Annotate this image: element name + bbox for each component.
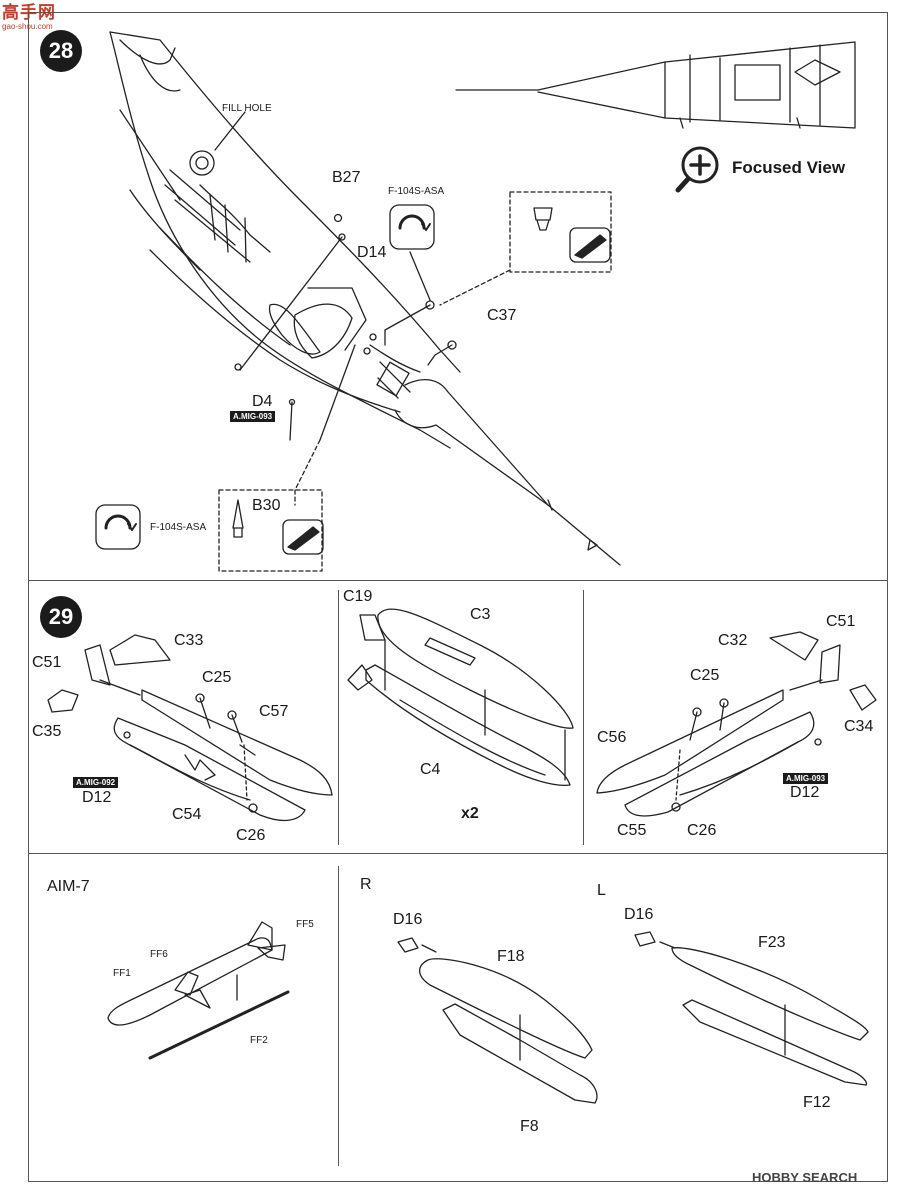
pylon-r-side: R <box>360 876 372 893</box>
label-d16-l: D16 <box>624 906 654 923</box>
label-c33: C33 <box>174 632 204 649</box>
label-f12: F12 <box>803 1094 831 1111</box>
alt-part-drawing <box>533 207 553 231</box>
label-c32: C32 <box>718 632 748 649</box>
label-b27: B27 <box>332 169 361 186</box>
divider-29-right <box>583 590 584 845</box>
aim7-title: AIM-7 <box>47 878 90 895</box>
label-c26-right: C26 <box>687 822 717 839</box>
detail-box-c37-alt <box>509 191 612 273</box>
label-quantity-x2: x2 <box>461 805 479 822</box>
label-c35: C35 <box>32 723 62 740</box>
label-fill-hole: FILL HOLE <box>222 103 272 114</box>
label-c25-right: C25 <box>690 667 720 684</box>
variant-swap-icon-top <box>389 204 435 250</box>
focused-view-silhouette <box>455 41 856 129</box>
label-c25-left: C25 <box>202 669 232 686</box>
step-number-29: 29 <box>40 596 82 638</box>
label-b30: B30 <box>252 497 281 514</box>
label-d4: D4 <box>252 393 273 410</box>
label-d12-right: D12 <box>790 784 820 801</box>
pylon-right-drawing <box>397 937 598 1104</box>
hobby-search-logo: HOBBY SEARCH <box>752 1170 858 1185</box>
aircraft-indicator-icon-bottom <box>282 519 324 555</box>
page-frame <box>28 12 888 1182</box>
watermark-site-url: gao-shou.com <box>2 22 53 31</box>
label-c56: C56 <box>597 729 627 746</box>
divider-29-left <box>338 590 339 845</box>
pylon-left-drawing <box>634 931 869 1086</box>
magnify-plus-icon <box>675 146 719 193</box>
label-d14: D14 <box>357 244 387 261</box>
label-variant-top: F-104S-ASA <box>388 186 445 197</box>
fuel-tank-middle-drawing <box>347 608 574 786</box>
aircraft-indicator-icon-top <box>569 227 611 263</box>
label-c51-right: C51 <box>826 613 856 630</box>
label-c3: C3 <box>470 606 491 623</box>
label-ff5: FF5 <box>296 919 314 930</box>
pylon-l-side: L <box>597 882 606 899</box>
divider-step28-29 <box>28 580 888 581</box>
variant-swap-icon-bottom <box>95 504 141 550</box>
fuel-tank-right-drawing <box>596 631 877 817</box>
paint-ref-step29-left: A.MIG-092 <box>73 777 119 788</box>
label-variant-bottom: F-104S-ASA <box>150 522 207 533</box>
label-d16-r: D16 <box>393 911 423 928</box>
divider-weapons <box>338 866 339 1166</box>
label-c37: C37 <box>487 307 517 324</box>
paint-ref-step29-right: A.MIG-093 <box>783 773 829 784</box>
label-c55: C55 <box>617 822 647 839</box>
label-f23: F23 <box>758 934 786 951</box>
label-f8: F8 <box>520 1118 539 1135</box>
aim7-missile-drawing <box>107 921 290 1060</box>
label-c26-left: C26 <box>236 827 266 844</box>
label-f18: F18 <box>497 948 525 965</box>
label-d12-left: D12 <box>82 789 112 806</box>
label-c4: C4 <box>420 761 441 778</box>
fuel-tank-left-drawing <box>47 634 333 822</box>
step-number-28: 28 <box>40 30 82 72</box>
label-ff2: FF2 <box>250 1035 268 1046</box>
detail-box-b30 <box>218 489 323 572</box>
focused-view-title: Focused View <box>732 158 846 177</box>
divider-step29-weapons <box>28 853 888 854</box>
label-c51-left: C51 <box>32 654 62 671</box>
label-ff6: FF6 <box>150 949 168 960</box>
label-c19: C19 <box>343 588 373 605</box>
label-ff1: FF1 <box>113 968 131 979</box>
label-c57: C57 <box>259 703 289 720</box>
fuselage-nose-drawing <box>109 31 621 566</box>
label-c54: C54 <box>172 806 202 823</box>
label-c34: C34 <box>844 718 874 735</box>
b30-part-drawing <box>232 499 244 538</box>
paint-ref-step28: A.MIG-093 <box>230 411 276 422</box>
